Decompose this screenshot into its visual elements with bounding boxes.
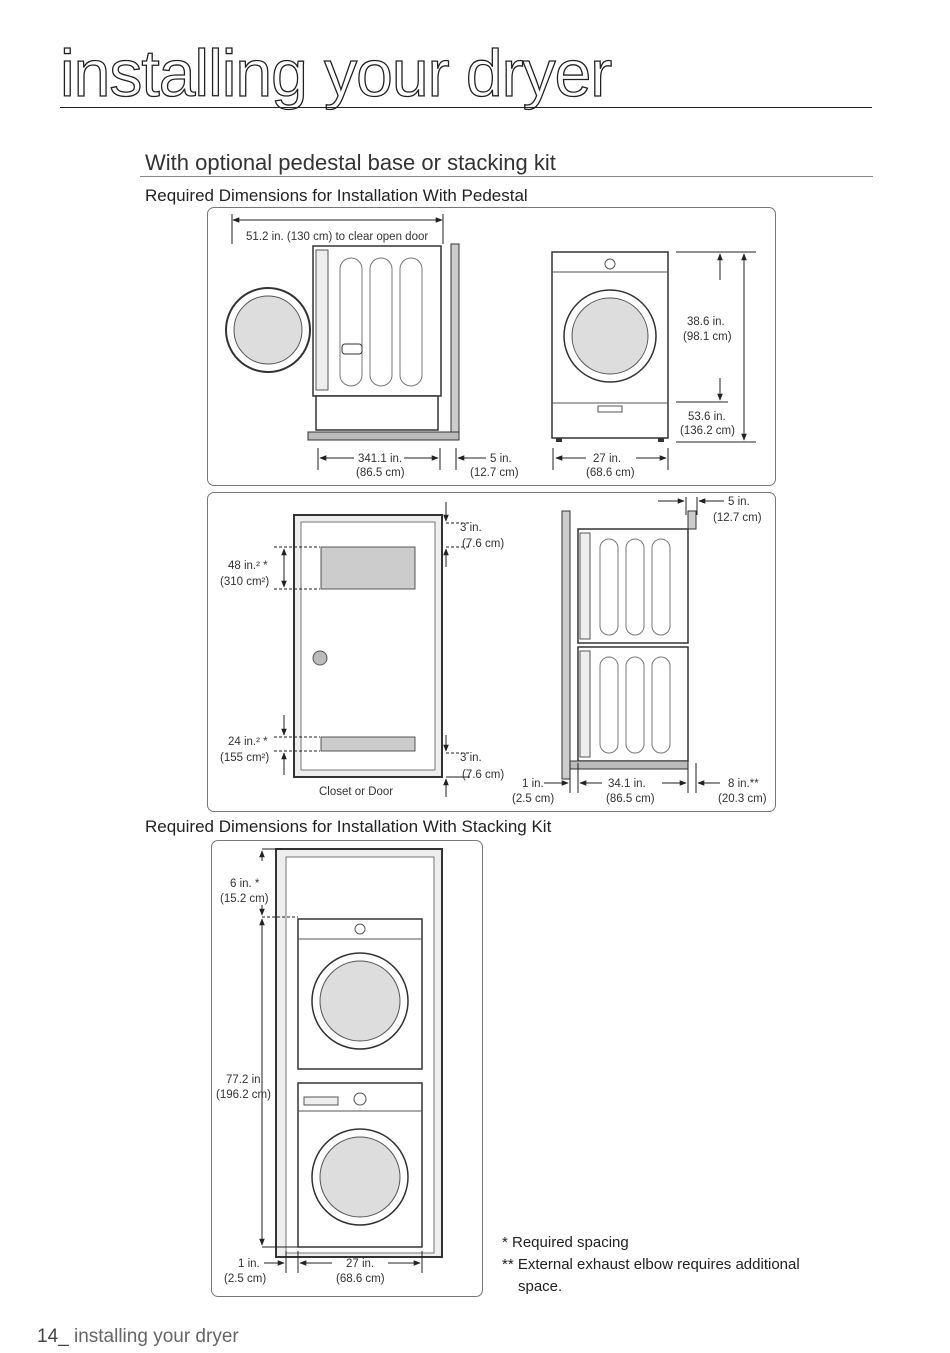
stacking-diagram-panel: 6 in. * (15.2 cm) 77.2 in. (196.2 cm) 1 … [211, 840, 483, 1297]
height-in: 77.2 in. [226, 1074, 264, 1086]
dryer-side-view [225, 243, 460, 441]
note-exhaust-elbow-cont: space. [518, 1278, 563, 1295]
closet-diagram-panel: 3 in. (7.6 cm) 48 in.² * (310 cm²) 24 in… [207, 492, 776, 812]
rear-gap-cm: (12.7 cm) [713, 512, 762, 524]
dryer-front-view [551, 251, 669, 442]
front-width-in: 27 in. [593, 453, 621, 465]
vent-top-in: 48 in.² * [228, 560, 268, 572]
closet-door-label: Closet or Door [319, 786, 393, 798]
stacked-closet [275, 848, 443, 1258]
note-exhaust-elbow: ** External exhaust elbow requires addit… [502, 1256, 800, 1273]
side-depth-cm: (86.5 cm) [356, 467, 405, 479]
back-gap-cm: (20.3 cm) [718, 793, 767, 805]
front-width-cm: (68.6 cm) [586, 467, 635, 479]
side-depth-in: 341.1 in. [358, 453, 402, 465]
notes: * Required spacing ** External exhaust e… [502, 1232, 800, 1298]
width-in: 27 in. [346, 1258, 374, 1270]
rear-gap-in: 5 in. [728, 496, 750, 508]
note-required-spacing: * Required spacing [502, 1234, 629, 1251]
pedestal-diagram-panel: 51.2 in. (130 cm) to clear open door 341… [207, 207, 776, 486]
bottom-gap-cm: (7.6 cm) [462, 769, 504, 781]
side-gap-cm: (2.5 cm) [512, 793, 554, 805]
back-gap-in: 8 in.** [728, 778, 759, 790]
bottom-gap-in: 3 in. [460, 752, 482, 764]
page-footer: 14_ installing your dryer [37, 1326, 239, 1348]
top-gap-in: 3 in. [460, 522, 482, 534]
top-gap-in: 6 in. * [230, 878, 260, 890]
pedestal-heading: Required Dimensions for Installation Wit… [145, 186, 528, 205]
vent-top-cm: (310 cm²) [220, 576, 269, 588]
side-gap-cm: (2.5 cm) [224, 1273, 266, 1285]
stacking-heading: Required Dimensions for Installation Wit… [145, 817, 552, 836]
pedestal-diagram: 51.2 in. (130 cm) to clear open door 341… [225, 214, 756, 479]
side-gap-in: 1 in. [522, 778, 544, 790]
height-2-in: 53.6 in. [688, 411, 726, 423]
top-gap-cm: (7.6 cm) [462, 538, 504, 550]
vent-bottom-cm: (155 cm²) [220, 752, 269, 764]
title-rule [60, 107, 872, 108]
width-cm: (68.6 cm) [336, 1273, 385, 1285]
stack-depth-in: 34.1 in. [608, 778, 646, 790]
door-clearance-label: 51.2 in. (130 cm) to clear open door [246, 231, 428, 243]
side-gap-in: 1 in. [238, 1258, 260, 1270]
stacked-side-view [561, 510, 697, 780]
rear-gap-in: 5 in. [490, 453, 512, 465]
height-1-cm: (98.1 cm) [683, 331, 732, 343]
top-gap-cm: (15.2 cm) [220, 893, 269, 905]
closet-door [293, 514, 443, 778]
vent-bottom-in: 24 in.² * [228, 736, 268, 748]
closet-diagram: 3 in. (7.6 cm) 48 in.² * (310 cm²) 24 in… [220, 496, 767, 805]
rear-gap-cm: (12.7 cm) [470, 467, 519, 479]
height-cm: (196.2 cm) [216, 1089, 271, 1101]
height-1-in: 38.6 in. [687, 316, 725, 328]
stacking-diagram: 6 in. * (15.2 cm) 77.2 in. (196.2 cm) 1 … [216, 848, 443, 1285]
page-title: installing your dryer [59, 36, 613, 110]
footer-section: installing your dryer [68, 1326, 239, 1347]
stack-depth-cm: (86.5 cm) [606, 793, 655, 805]
height-2-cm: (136.2 cm) [680, 425, 735, 437]
section-subtitle: With optional pedestal base or stacking … [145, 150, 556, 175]
page-number: 14_ [37, 1326, 69, 1347]
subtitle-rule [140, 176, 873, 177]
